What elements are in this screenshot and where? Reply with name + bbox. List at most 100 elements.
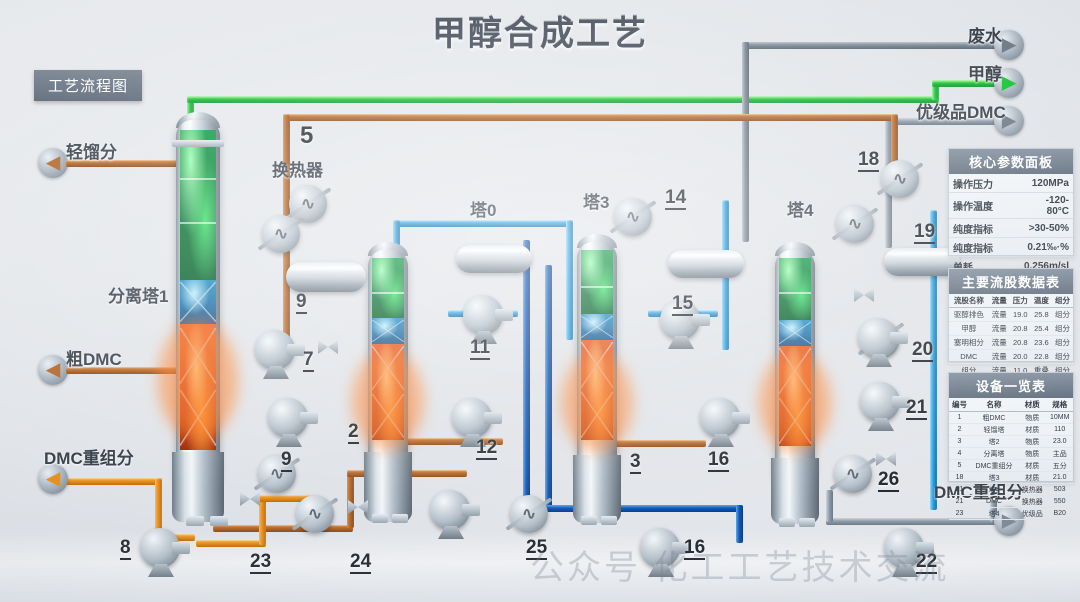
diagram-type-badge: 工艺流程图 [34, 70, 143, 101]
pipe-orange-right-drop [891, 114, 898, 184]
core-param-value: -120-80°C [1019, 192, 1073, 219]
tag-18: 18 [858, 149, 880, 172]
equipment-cell: 23 [949, 507, 970, 520]
valve-right-1[interactable] [854, 288, 874, 302]
tag-16a: 16 [708, 449, 730, 472]
tag-23: 23 [250, 551, 272, 574]
equipment-cell: 塔4 [969, 483, 1019, 496]
equipment-cell: 分离塔 [969, 447, 1019, 460]
equipment-cell: 材质 [1018, 459, 1047, 472]
reflux-drum-3[interactable] [668, 250, 744, 278]
equipment-cell: 物质 [1018, 447, 1047, 460]
heat-exchanger-25[interactable]: ∿ [510, 495, 548, 533]
reflux-drum-4[interactable] [884, 248, 960, 276]
pump-11[interactable] [452, 398, 502, 448]
equipment-cell: 材质 [1018, 471, 1047, 484]
pipe-bottom-right-run [826, 518, 996, 525]
label-column4: 塔4 [787, 201, 814, 220]
heat-exchanger-23[interactable]: ∿ [258, 455, 296, 493]
pump-25[interactable] [430, 490, 480, 540]
terminal-crude-dmc[interactable]: ◀ [38, 355, 68, 385]
column3-skirt [573, 455, 621, 523]
pipe-dblue-bottom-run [523, 505, 743, 512]
label-heat-exchanger-no: 5 [300, 122, 314, 149]
core-param-row: 操作温度-120-80°C [949, 192, 1073, 219]
heat-exchanger-24[interactable]: ∿ [296, 495, 334, 533]
valve-orange-mid[interactable] [318, 340, 338, 354]
heat-exchanger-26[interactable]: ∿ [834, 455, 872, 493]
column1-heat-glow [158, 320, 238, 440]
pipe-crude-dmc [66, 367, 188, 374]
tag-2: 2 [348, 421, 359, 444]
column0-heat-glow [352, 350, 424, 450]
pump-15[interactable] [660, 300, 710, 350]
column1-nozzle-top [172, 140, 224, 147]
terminal-light-fraction[interactable]: ◀ [38, 148, 68, 178]
stream-cell: DMC [949, 349, 989, 364]
terminal-wastewater[interactable]: ▶ [994, 30, 1024, 60]
tag-21: 21 [906, 397, 928, 420]
heat-exchanger-14[interactable]: ∿ [614, 198, 652, 236]
pump-16b[interactable] [640, 528, 690, 578]
equipment-cell: 优级品 [1018, 507, 1047, 520]
tag-20: 20 [912, 339, 934, 362]
label-crude-dmc: 粗DMC [66, 350, 122, 369]
equipment-cell: 塔3 [969, 471, 1019, 484]
stream-cell: 流量 [988, 349, 1010, 364]
column4-heat-glow [759, 352, 831, 452]
reflux-drum-1[interactable] [286, 262, 366, 292]
valve-col1-bottom[interactable] [240, 492, 260, 506]
heat-exchanger-18b[interactable]: ∿ [836, 205, 874, 243]
stream-col-header: 流量 [988, 294, 1010, 308]
equipment-cell: 材质 [1018, 423, 1047, 436]
pump-20[interactable] [858, 318, 908, 368]
valve-col0-bottom[interactable] [348, 500, 368, 514]
core-params-title: 核心参数面板 [949, 149, 1073, 174]
pump-9[interactable] [268, 398, 318, 448]
watermark: 公众号 化工工艺技术交流 [530, 549, 950, 587]
reflux-drum-0[interactable] [456, 245, 532, 273]
equipment-cell: 物质 [1018, 435, 1047, 448]
arrow-left-icon: ◀ [45, 468, 61, 490]
stream-cell: 组分 [1051, 349, 1073, 364]
tag-9b: 9 [281, 449, 292, 472]
tag-8: 8 [120, 537, 131, 560]
column4-window-top [779, 258, 811, 320]
page-title: 甲醇合成工艺 [432, 15, 648, 53]
label-dmc-heavy-left: DMC重组分 [44, 449, 134, 468]
column0-nozzle-bottom [372, 514, 388, 523]
column4-nozzle-bottom [779, 518, 795, 527]
pipe-col1-sump-rise [259, 495, 266, 545]
terminal-dmc-heavy-left[interactable]: ◀ [38, 464, 68, 494]
heat-exchanger-5b[interactable]: ∿ [262, 215, 300, 253]
stream-cell: 甲醇 [949, 321, 989, 336]
column1-window-mid [180, 280, 216, 324]
pipe-dmc-heavy-left-drop [155, 478, 162, 540]
pump-21[interactable] [860, 382, 910, 432]
tag-19: 19 [914, 221, 936, 244]
stream-cell: 塞明相分 [949, 335, 989, 350]
tag-14: 14 [665, 187, 687, 210]
equipment-cell: 23.0 [1046, 435, 1073, 448]
equipment-cell: 物质 [1018, 411, 1047, 424]
core-param-key: 操作温度 [949, 192, 1020, 219]
valve-26[interactable] [876, 452, 896, 466]
pipe-wastewater-riser [742, 42, 749, 242]
pump-22[interactable] [884, 528, 934, 578]
pump-8[interactable] [140, 528, 190, 578]
terminal-premium-dmc[interactable]: ▶ [994, 106, 1024, 136]
terminal-methanol[interactable]: ▶ [994, 68, 1024, 98]
pump-col0-top[interactable] [463, 295, 513, 345]
heat-exchanger-18[interactable]: ∿ [881, 160, 919, 198]
arrow-right-icon: ▶ [1001, 34, 1017, 56]
pump-16a[interactable] [700, 398, 750, 448]
pipe-col3-bottom [596, 440, 706, 447]
label-column3: 塔3 [583, 193, 610, 212]
heat-exchanger-5a[interactable]: ∿ [289, 185, 327, 223]
pump-7[interactable] [255, 330, 305, 380]
